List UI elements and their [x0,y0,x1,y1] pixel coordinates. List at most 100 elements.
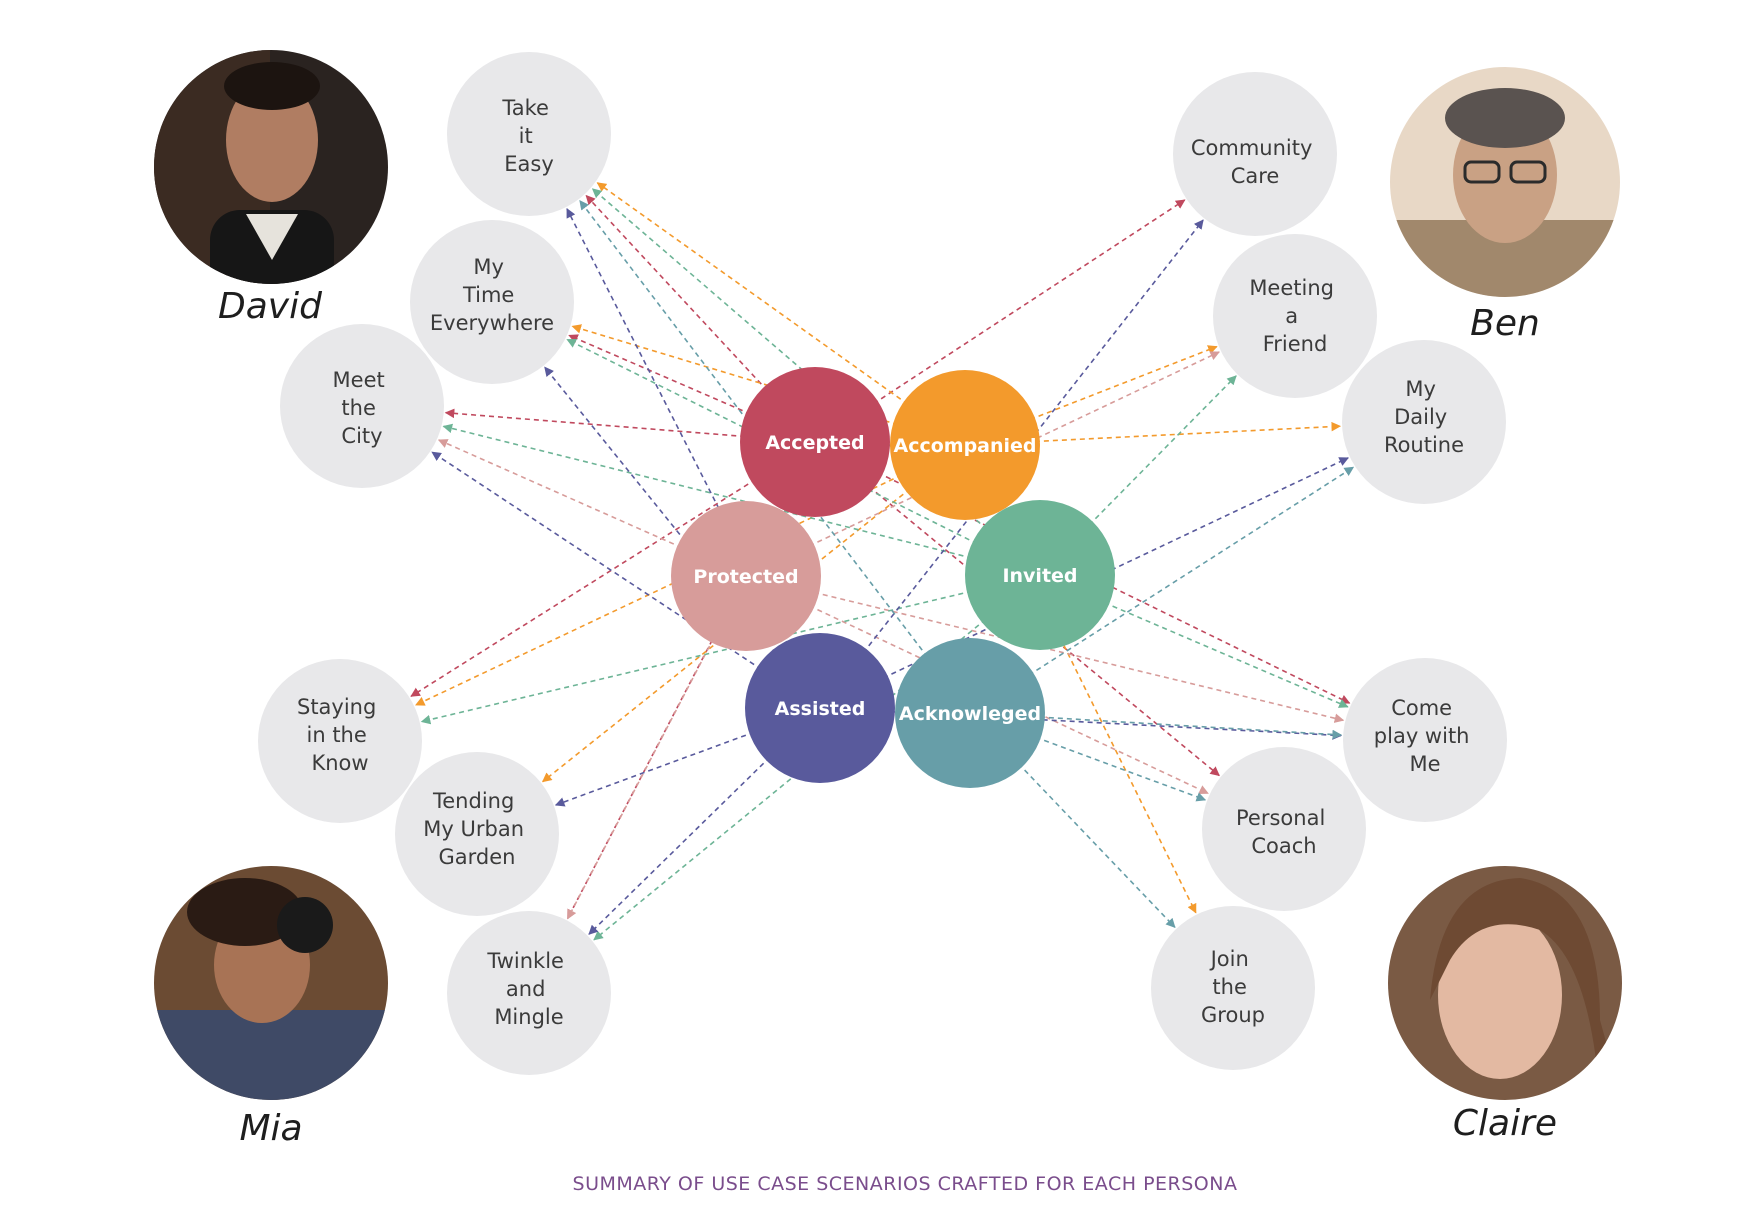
scenario-community-care[interactable]: Community Care [1173,72,1337,236]
scenario-label-line: Group [1201,1003,1265,1027]
scenario-personal-coach[interactable]: Personal Coach [1202,747,1366,911]
value-assisted[interactable]: Assisted [745,633,895,783]
scenario-label-line: Everywhere [430,311,554,335]
connection-protected-to-twinkle-and-mingle [567,637,715,920]
scenario-label-line: the [341,396,375,420]
scenario-come-play-with-me[interactable]: Come play with Me [1343,658,1507,822]
scenario-label-line: Staying [297,695,376,719]
value-circle [965,500,1115,650]
value-accepted[interactable]: Accepted [740,367,890,517]
scenario-staying-in-the-know[interactable]: Staying in the Know [258,659,422,823]
value-circle [671,501,821,651]
connection-invited-to-meet-the-city [442,423,973,559]
value-circle [895,638,1045,788]
connection-accepted-to-meet-the-city [444,408,746,438]
scenario-label-line: Tending [432,789,514,813]
scenario-meeting-a-friend[interactable]: Meeting a Friend [1213,234,1377,398]
connection-invited-to-staying-in-the-know [420,590,973,725]
connection-accepted-to-community-care [873,199,1186,405]
persona-name: David [218,286,323,327]
connection-assisted-to-twinkle-and-mingle [588,756,771,935]
scenario-circle [447,52,611,216]
connection-acknowleged-to-take-it-easy [579,200,929,658]
avatar [154,866,388,1100]
persona-mia[interactable]: Mia [150,862,392,1149]
scenario-label-line: Take [501,96,549,120]
scenario-label-line: Mingle [494,1005,563,1029]
scenario-label-line: My [1405,377,1436,401]
svg-text:Join the Group: Join the Group [1201,947,1265,1027]
svg-text:Personal Coach: Personal Coach [1236,806,1332,858]
persona-ben[interactable]: Ben [1390,67,1620,344]
connection-invited-to-meeting-a-friend [1088,375,1237,526]
connection-acknowleged-to-my-daily-routine [1028,466,1355,676]
value-protected[interactable]: Protected [671,501,821,651]
persona-david[interactable]: David [150,46,392,327]
connection-accepted-to-take-it-easy [585,194,768,392]
svg-text:Staying in the Kno: Staying in the Know [297,695,383,775]
connection-assisted-to-community-care [862,219,1204,654]
svg-text:Meet the City: Meet the City [333,368,392,448]
scenario-circle [395,752,559,916]
scenario-label-line: and [506,977,546,1001]
scenario-label-line: it [519,124,533,148]
scenario-meet-the-city[interactable]: Meet the City [280,324,444,488]
scenario-join-the-group[interactable]: Join the Group [1151,906,1315,1070]
value-label: Accepted [765,432,864,454]
value-label: Invited [1002,565,1077,587]
value-circle [740,367,890,517]
scenario-circle [1213,234,1377,398]
scenario-circle [410,220,574,384]
scenario-label-line: Join [1209,947,1249,971]
persona-name: Mia [239,1108,302,1149]
scenario-label-line: My Urban [423,817,524,841]
scenario-label-line: the [1212,975,1246,999]
scenario-my-daily-routine[interactable]: My Daily Routine [1342,340,1506,504]
scenario-label-line: Meet [333,368,385,392]
scenario-label-line: My [473,255,504,279]
svg-text:Tending My Urban G: Tending My Urban Garden [423,789,530,869]
scenario-circle [1173,72,1337,236]
connection-assisted-to-my-time-everywhere [544,366,777,655]
scenario-circle [1343,658,1507,822]
figure-caption: SUMMARY OF USE CASE SCENARIOS CRAFTED FO… [573,1173,1238,1195]
value-accompanied[interactable]: Accompanied [890,370,1040,520]
value-invited[interactable]: Invited [965,500,1115,650]
scenario-circle [1202,747,1366,911]
connection-invited-to-take-it-easy [591,188,988,530]
value-acknowleged[interactable]: Acknowleged [895,638,1045,788]
connection-acknowleged-to-come-play-with-me [1039,716,1343,740]
scenario-circle [1342,340,1506,504]
connection-acknowleged-to-join-the-group [1017,763,1176,928]
connection-accompanied-to-meeting-a-friend [1029,345,1218,421]
scenario-label-line: in the [307,723,367,747]
scenario-tending-my-urban-garden[interactable]: Tending My Urban Garden [395,752,559,916]
connection-accepted-to-my-time-everywhere [568,334,752,415]
scenario-twinkle-and-mingle[interactable]: Twinkle and Mingle [447,911,611,1075]
svg-text:My Time Everywhere: My Time Everywhere [430,255,554,335]
connection-protected-to-come-play-with-me [813,591,1345,723]
value-label: Protected [693,566,798,588]
scenario-circle [447,911,611,1075]
svg-text:Take it Easy: Take it Easy [501,96,555,176]
persona-name: Claire [1453,1103,1557,1144]
scenario-label-line: Garden [439,845,516,869]
scenario-label-line: Coach [1251,834,1316,858]
scenario-circle [280,324,444,488]
scenario-my-time-everywhere[interactable]: My Time Everywhere [410,220,574,384]
connection-acknowleged-to-personal-coach [1035,736,1207,802]
svg-text:Community Care: Community Care [1191,136,1319,188]
scenario-label-line: Easy [504,152,554,176]
scenario-label-line: City [341,424,382,448]
svg-text:Come play with Me: Come play with Me [1374,696,1476,776]
persona-name: Ben [1470,303,1540,344]
scenario-label-line: Routine [1384,433,1464,457]
value-circle [890,370,1040,520]
persona-claire[interactable]: Claire [1388,866,1622,1144]
scenario-take-it-easy[interactable]: Take it Easy [447,52,611,216]
connection-lines [410,182,1355,941]
scenario-label-line: a [1285,304,1298,328]
scenario-label-line: Come [1391,696,1452,720]
scenario-label-line: Friend [1263,332,1328,356]
